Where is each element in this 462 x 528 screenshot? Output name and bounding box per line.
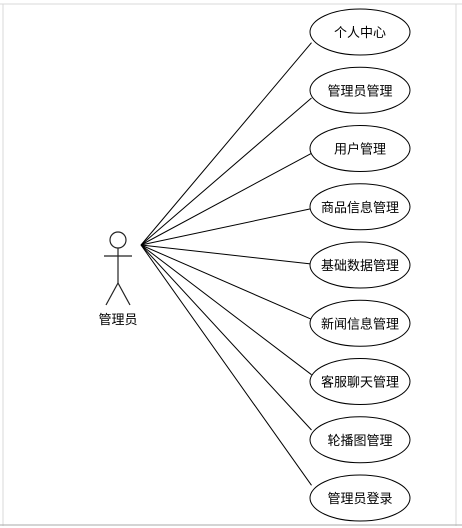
use-case-ellipse (309, 66, 411, 114)
association-line (140, 208, 312, 246)
association-line (140, 244, 312, 265)
association-line (140, 97, 312, 246)
use-case-label: 客服聊天管理 (321, 375, 399, 391)
use-case-label: 新闻信息管理 (321, 316, 399, 332)
use-case-label: 管理员登录 (327, 492, 392, 507)
use-case-ellipse (309, 474, 411, 522)
use-case-label: 轮播图管理 (327, 434, 392, 449)
use-case-ellipse (309, 8, 411, 56)
association-line (140, 244, 312, 376)
use-case-label: 商品信息管理 (321, 200, 399, 216)
actor-right-leg (117, 282, 131, 306)
use-case-ellipse (309, 241, 411, 289)
use-case-label: 基础数据管理 (321, 259, 399, 274)
use-case: 基础数据管理 (309, 241, 411, 289)
use-case-label: 管理员管理 (327, 84, 392, 99)
actor-head (109, 231, 127, 249)
association-line (140, 244, 312, 486)
use-case-ellipse (309, 183, 411, 231)
use-case-list: 个人中心管理员管理用户管理商品信息管理基础数据管理新闻信息管理客服聊天管理轮播图… (309, 8, 411, 522)
use-case-ellipse (309, 358, 411, 405)
actor-left-leg (105, 282, 119, 306)
use-case: 新闻信息管理 (309, 299, 411, 347)
association-line (140, 152, 312, 246)
use-case-ellipse (309, 299, 411, 347)
association-line (140, 244, 312, 320)
use-case: 轮播图管理 (309, 416, 411, 464)
use-case-label: 用户管理 (334, 142, 386, 158)
use-case: 管理员登录 (309, 474, 411, 522)
use-case-label: 个人中心 (334, 26, 386, 41)
association-lines (140, 42, 312, 486)
use-case: 管理员管理 (309, 66, 411, 114)
association-line (140, 42, 312, 246)
association-line (140, 244, 312, 431)
use-case: 客服聊天管理 (309, 358, 411, 405)
actor-admin: 管理员 (98, 231, 138, 328)
actor-label: 管理员 (98, 313, 137, 328)
use-case: 个人中心 (309, 8, 411, 56)
use-case: 商品信息管理 (309, 183, 411, 231)
use-case-ellipse (309, 125, 411, 172)
use-case: 用户管理 (309, 125, 411, 172)
use-case-ellipse (309, 416, 411, 464)
page-frame (0, 3, 462, 526)
